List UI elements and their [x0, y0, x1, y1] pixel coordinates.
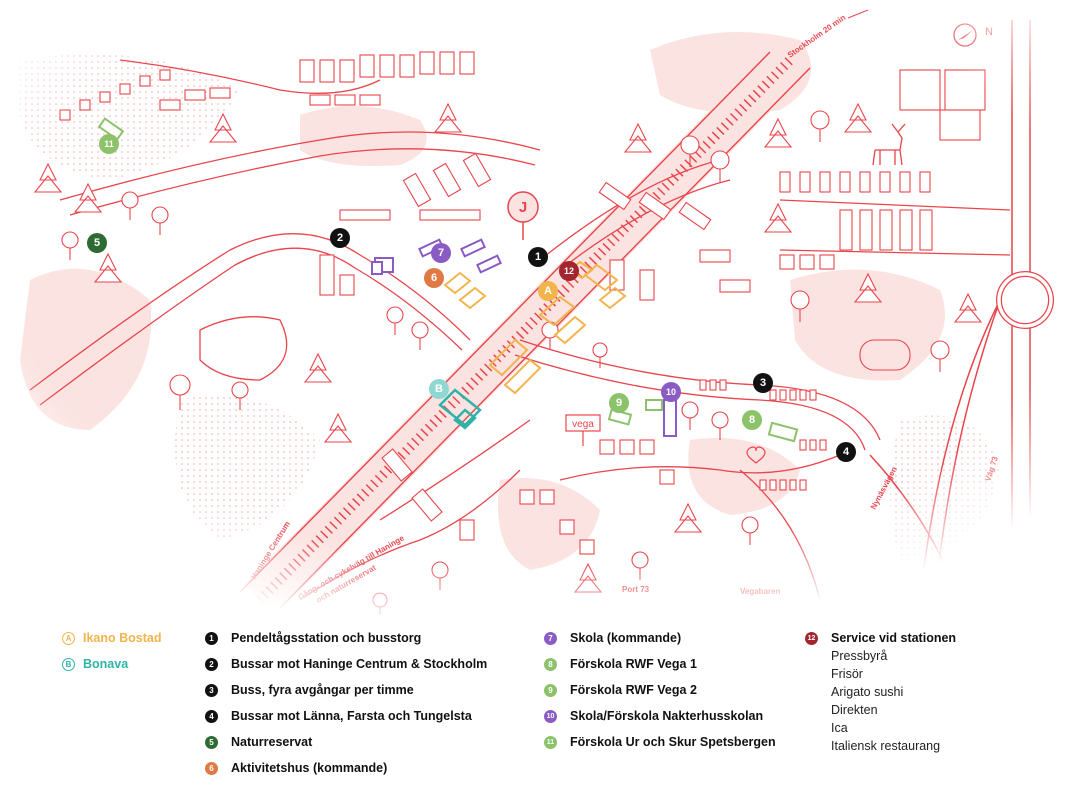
- legend-badge: 11: [544, 736, 557, 749]
- svg-text:11: 11: [104, 139, 114, 149]
- legend-label: Förskola RWF Vega 2: [570, 683, 697, 697]
- legend-label: Bonava: [83, 657, 129, 671]
- label-arsta-havsbad: Årsta Havsbad: [993, 541, 1010, 598]
- compass-icon: N: [953, 23, 993, 47]
- legend-badge: 10: [544, 710, 557, 723]
- marker-6[interactable]: 6: [424, 268, 444, 288]
- legend-label: Skola/Förskola Nakterhusskolan: [570, 709, 764, 723]
- svg-text:4: 4: [843, 446, 850, 458]
- legend-badge: B: [62, 658, 75, 671]
- legend-badge: 1: [205, 632, 218, 645]
- area-map: J vega N Stockholm 20 min Haning: [0, 0, 1080, 615]
- service-item: Pressbyrå: [831, 649, 888, 663]
- legend-badge: 6: [205, 762, 218, 775]
- legend-item-3: 3 Buss, fyra avgångar per timme: [205, 683, 414, 697]
- svg-text:12: 12: [564, 266, 574, 276]
- marker-1[interactable]: 1: [528, 247, 548, 267]
- marker-12[interactable]: 12: [559, 261, 579, 281]
- legend-item-12: 12 Service vid stationen: [805, 631, 956, 645]
- legend-label: Pendeltågsstation och busstorg: [231, 631, 422, 645]
- legend-item-6: 6 Aktivitetshus (kommande): [205, 761, 387, 775]
- legend-badge: 2: [205, 658, 218, 671]
- marker-4[interactable]: 4: [836, 442, 856, 462]
- deer-icon: [872, 123, 906, 166]
- service-item: Direkten: [831, 703, 878, 717]
- legend-item-bonava: B Bonava: [62, 657, 128, 671]
- service-item: Arigato sushi: [831, 685, 904, 699]
- legend-item-5: 5 Naturreservat: [205, 735, 312, 749]
- legend-item-1: 1 Pendeltågsstation och busstorg: [205, 631, 421, 645]
- label-vegabaren: Vegabaren: [740, 587, 781, 596]
- svg-text:2: 2: [337, 232, 343, 244]
- marker-2[interactable]: 2: [330, 228, 350, 248]
- svg-text:6: 6: [431, 272, 437, 284]
- legend-item-8: 8 Förskola RWF Vega 1: [544, 657, 697, 671]
- legend-label: Bussar mot Haninge Centrum & Stockholm: [231, 657, 488, 671]
- legend-item-7: 7 Skola (kommande): [544, 631, 681, 645]
- svg-text:3: 3: [760, 377, 766, 389]
- service-list: Pressbyrå Frisör Arigato sushi Direkten …: [831, 647, 940, 755]
- legend-label: Bussar mot Länna, Farsta och Tungelsta: [231, 709, 472, 723]
- svg-text:10: 10: [666, 387, 676, 397]
- legend-item-9: 9 Förskola RWF Vega 2: [544, 683, 697, 697]
- marker-10[interactable]: 10: [661, 382, 681, 402]
- legend-badge: 3: [205, 684, 218, 697]
- legend-badge: A: [62, 632, 75, 645]
- vega-sign: vega: [565, 414, 601, 446]
- marker-3[interactable]: 3: [753, 373, 773, 393]
- legend-badge: 7: [544, 632, 557, 645]
- marker-7[interactable]: 7: [431, 243, 451, 263]
- marker-11[interactable]: 11: [99, 134, 119, 154]
- label-port73: Port 73: [622, 585, 650, 594]
- svg-text:A: A: [544, 285, 552, 297]
- legend-label: Skola (kommande): [570, 631, 682, 645]
- vega-sign-text: vega: [572, 419, 594, 430]
- legend-item-2: 2 Bussar mot Haninge Centrum & Stockholm: [205, 657, 487, 671]
- marker-A[interactable]: A: [538, 281, 558, 301]
- legend-badge: 9: [544, 684, 557, 697]
- svg-text:1: 1: [535, 251, 541, 263]
- service-item: Ica: [831, 721, 848, 735]
- svg-text:B: B: [435, 383, 443, 395]
- service-item: Italiensk restaurang: [831, 739, 941, 753]
- legend-label: Förskola Ur och Skur Spetsbergen: [570, 735, 776, 749]
- legend-label: Service vid stationen: [831, 631, 957, 645]
- map-legend: A Ikano Bostad B Bonava 1 Pendeltågsstat…: [0, 615, 1080, 806]
- legend-label: Förskola RWF Vega 1: [570, 657, 697, 671]
- legend-badge: 5: [205, 736, 218, 749]
- legend-label: Aktivitetshus (kommande): [231, 761, 388, 775]
- legend-item-11: 11 Förskola Ur och Skur Spetsbergen: [544, 735, 776, 749]
- station-icon: J: [507, 191, 539, 240]
- legend-item-10: 10 Skola/Förskola Nakterhusskolan: [544, 709, 763, 723]
- legend-badge: 4: [205, 710, 218, 723]
- service-item: Frisör: [831, 667, 863, 681]
- legend-label: Buss, fyra avgångar per timme: [231, 683, 414, 697]
- svg-text:7: 7: [438, 247, 444, 259]
- marker-8[interactable]: 8: [742, 410, 762, 430]
- marker-9[interactable]: 9: [609, 393, 629, 413]
- svg-text:8: 8: [749, 414, 755, 426]
- svg-text:9: 9: [616, 397, 622, 409]
- marker-B[interactable]: B: [429, 379, 449, 399]
- label-stockholm: Stockholm 20 min: [786, 13, 847, 60]
- station-letter: J: [519, 199, 527, 216]
- svg-text:5: 5: [94, 237, 100, 249]
- compass-letter: N: [985, 26, 993, 38]
- legend-label: Ikano Bostad: [83, 631, 162, 645]
- legend-badge: 12: [805, 632, 818, 645]
- marker-5[interactable]: 5: [87, 233, 107, 253]
- legend-badge: 8: [544, 658, 557, 671]
- legend-item-ikano: A Ikano Bostad: [62, 631, 162, 645]
- legend-item-4: 4 Bussar mot Länna, Farsta och Tungelsta: [205, 709, 472, 723]
- legend-label: Naturreservat: [231, 735, 313, 749]
